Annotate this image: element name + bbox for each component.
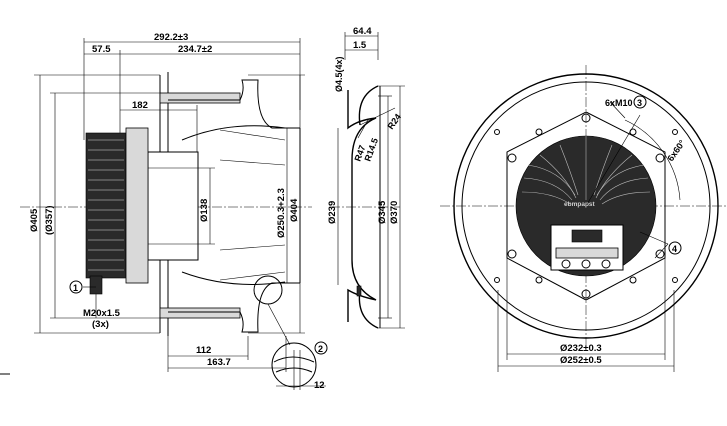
dim-405: Ø405: [29, 208, 40, 232]
dim-404: Ø404: [289, 198, 300, 222]
dim-112: 112: [196, 345, 211, 356]
front-view: [440, 65, 727, 372]
dim-4-5: Ø4.5(4x): [334, 56, 344, 92]
dim-138: Ø138: [199, 199, 210, 222]
brand-logo: ebmpapst: [564, 201, 596, 208]
dim-163: 163.7: [207, 357, 231, 368]
dim-239: Ø239: [327, 201, 338, 224]
dim-252: Ø252±0.5: [560, 355, 602, 366]
section-view: [330, 32, 405, 329]
dim-232: Ø232±0.3: [560, 343, 602, 354]
dim-292: 292.2±3: [154, 32, 188, 43]
dim-234: 234.7±2: [178, 44, 212, 55]
thread-count: (3x): [92, 319, 109, 330]
dim-64: 64.4: [353, 26, 372, 37]
callout-1: 1: [73, 283, 78, 293]
callout-3: 3: [637, 98, 642, 108]
dim-57: 57.5: [92, 44, 111, 55]
side-view: [0, 38, 326, 390]
callout-2: 2: [318, 344, 323, 354]
dim-345: Ø345: [377, 200, 388, 224]
dim-370: Ø370: [389, 201, 400, 224]
angle-60: 6x60°: [665, 138, 687, 163]
dim-250: Ø250.3+2.3: [276, 188, 287, 238]
dim-12: 12: [314, 380, 325, 391]
callout-4: 4: [672, 244, 677, 254]
dim-357: (Ø357): [44, 205, 55, 235]
thread-m20: M20x1.5: [83, 308, 121, 319]
thread-m10: 6xM10: [605, 98, 633, 108]
dim-182: 182: [132, 100, 148, 111]
dim-1-5: 1.5: [353, 40, 367, 51]
